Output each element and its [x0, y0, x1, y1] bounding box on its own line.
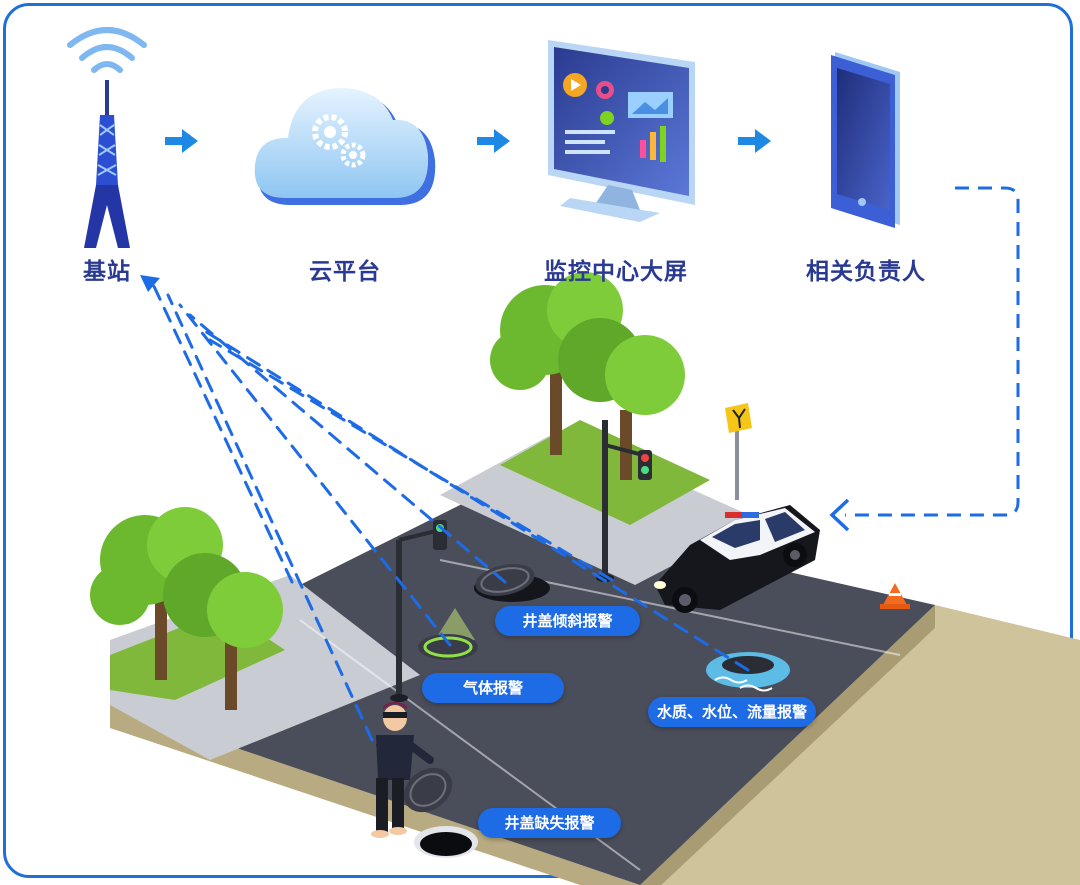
alarm-badge-cover-tilt: 井盖倾斜报警 — [495, 606, 640, 636]
alarm-badge-gas: 气体报警 — [422, 673, 564, 703]
step-label-responsible-person: 相关负责人 — [806, 259, 926, 285]
arrow-right-icon — [738, 129, 771, 153]
manhole-missing — [414, 826, 478, 858]
tree-upper — [490, 272, 685, 480]
alarm-badge-water: 水质、水位、流量报警 — [648, 697, 816, 727]
feedback-dashed-line — [845, 186, 1020, 517]
manhole-tilted — [474, 564, 550, 602]
street-lamp-right — [596, 420, 652, 582]
traffic-cone — [880, 583, 910, 609]
alarm-badge-cover-missing: 井盖缺失报警 — [478, 808, 621, 838]
feedback-arrowhead — [829, 498, 850, 532]
step-label-base-station: 基站 — [83, 259, 131, 285]
ground-side — [110, 605, 1080, 885]
signal-arrowhead — [140, 275, 160, 292]
traffic-sign — [725, 403, 752, 500]
step-label-monitor-center: 监控中心大屏 — [544, 259, 688, 285]
arrow-right-icon — [477, 129, 510, 153]
manhole-thief-figure — [371, 702, 453, 838]
arrow-right-icon — [165, 129, 198, 153]
tree-left — [90, 507, 283, 710]
monitor-dashboard-icon — [548, 40, 695, 222]
police-car — [654, 505, 820, 613]
step-label-cloud-platform: 云平台 — [309, 259, 381, 285]
signal-dashed-lines — [150, 280, 750, 742]
base-station-tower-icon — [67, 27, 147, 248]
smartphone-icon — [831, 52, 900, 228]
manhole-gas — [418, 608, 478, 660]
cloud-gear-icon — [254, 88, 436, 205]
street-lamp-left — [390, 520, 447, 702]
